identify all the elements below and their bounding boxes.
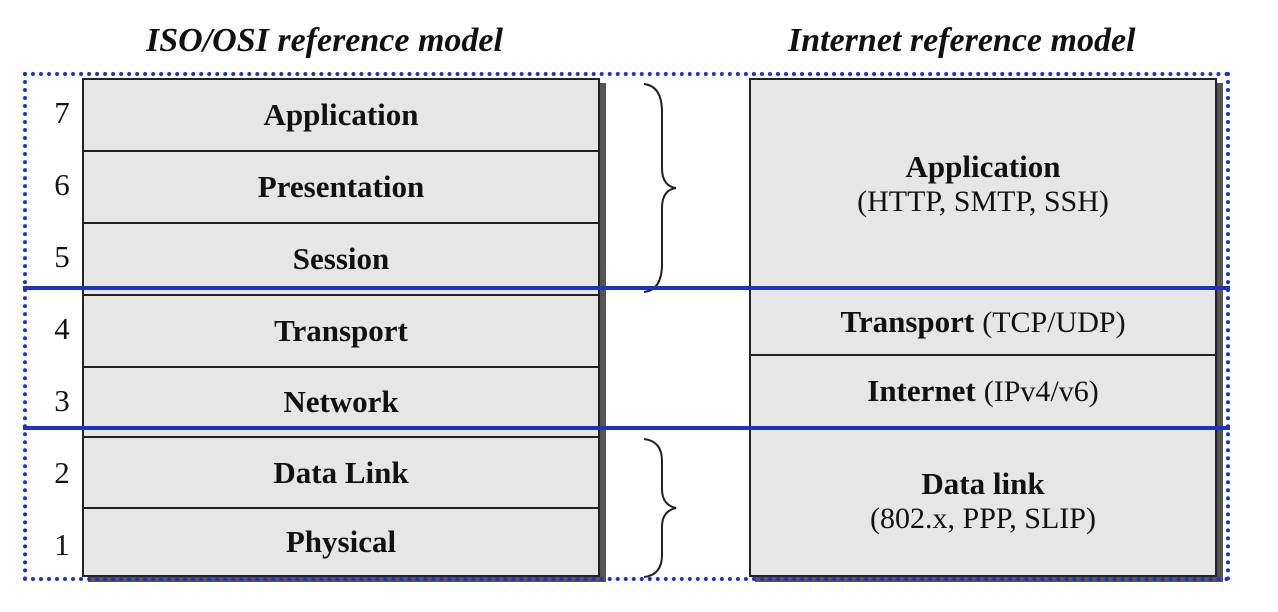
osi-layer-number: 6 xyxy=(54,167,70,202)
layer-mapping-frame xyxy=(23,72,1230,581)
osi-layer-label: Data Link xyxy=(273,454,409,490)
upper-group-divider xyxy=(23,286,1230,290)
osi-layer-data-link: Data Link xyxy=(82,436,600,509)
osi-layer-transport: Transport xyxy=(82,294,600,368)
osi-layer-label: Transport xyxy=(274,313,408,349)
osi-layer-number: 3 xyxy=(54,383,70,418)
internet-layer-protocols: (TCP/UDP) xyxy=(982,305,1126,339)
osi-layer-number: 1 xyxy=(54,527,70,562)
osi-model-title: ISO/OSI reference model xyxy=(146,22,503,59)
internet-model-title: Internet reference model xyxy=(788,22,1136,59)
osi-layer-label: Presentation xyxy=(257,169,425,205)
internet-layer-label: Transport xyxy=(840,303,975,339)
internet-layer-protocols: (802.x, PPP, SLIP) xyxy=(870,502,1096,536)
osi-layer-number: 5 xyxy=(54,239,70,274)
osi-layer-stack: Application Presentation Session Transpo… xyxy=(82,78,600,577)
internet-layer-label: Data link xyxy=(921,466,1045,502)
internet-layer-text: Transport (TCP/UDP) xyxy=(840,304,1125,341)
osi-layer-label: Application xyxy=(263,97,419,133)
osi-layer-label: Network xyxy=(283,384,399,420)
internet-layer-label: Internet xyxy=(867,372,976,408)
internet-layer-application: Application (HTTP, SMTP, SSH) xyxy=(749,78,1217,290)
osi-layer-physical: Physical xyxy=(82,507,600,577)
osi-layer-label: Session xyxy=(292,241,390,277)
osi-layer-number: 7 xyxy=(54,95,70,130)
brace-upper-icon xyxy=(643,83,677,293)
lower-group-divider xyxy=(23,426,1230,430)
internet-layer-protocols: (HTTP, SMTP, SSH) xyxy=(857,184,1109,218)
internet-layer-protocols: (IPv4/v6) xyxy=(983,374,1099,408)
brace-lower-icon xyxy=(643,438,677,578)
osi-layer-number: 4 xyxy=(54,311,70,346)
osi-layer-number: 2 xyxy=(54,455,70,490)
osi-layer-presentation: Presentation xyxy=(82,150,600,224)
internet-layer-label: Application xyxy=(905,148,1061,184)
osi-layer-label: Physical xyxy=(285,524,397,560)
internet-layer-text: Internet (IPv4/v6) xyxy=(867,373,1098,410)
